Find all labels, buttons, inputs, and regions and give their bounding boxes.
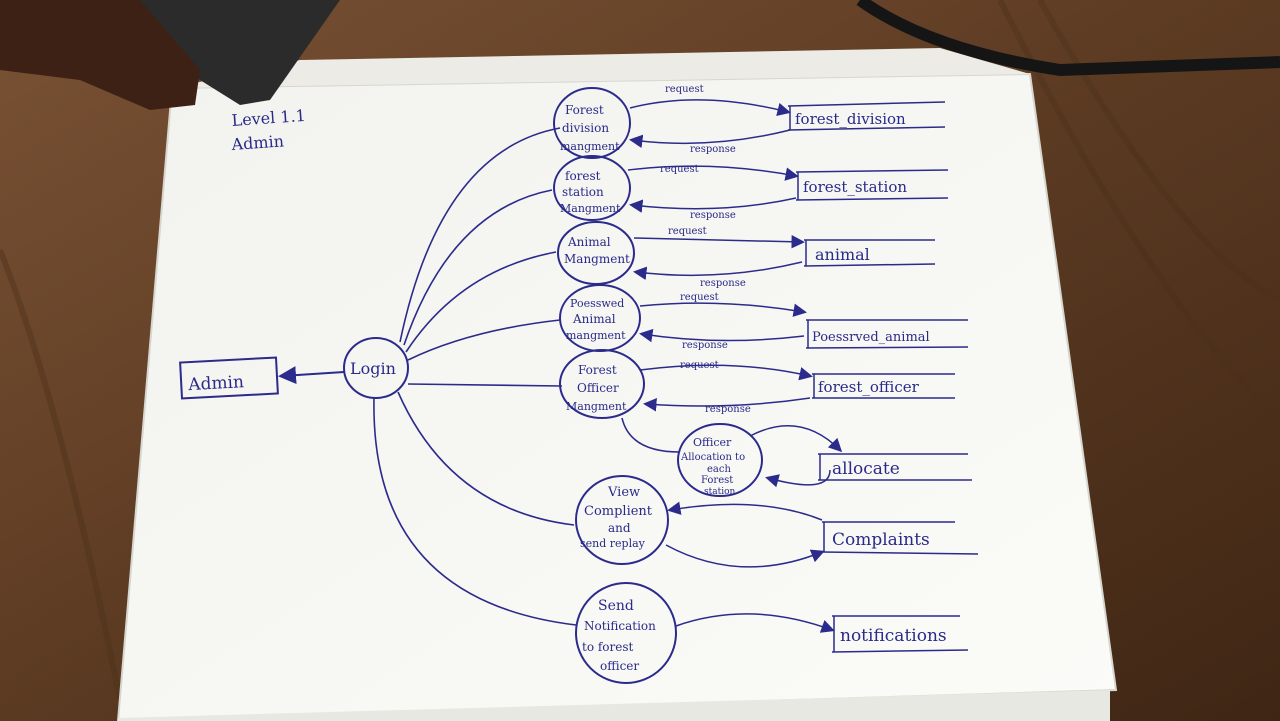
process-8-line-3: to forest (582, 640, 634, 654)
process-8-line-2: Notification (584, 619, 656, 633)
process-1-response-label: response (690, 144, 736, 155)
flow-login-p5 (407, 383, 563, 387)
process-3-request-arrow (633, 235, 805, 249)
desk-grain (0, 0, 1280, 700)
process-1-request-arrow (629, 99, 791, 117)
process-6-line-5: station (704, 487, 736, 497)
process-3-line-2: Mangment (564, 252, 630, 266)
hand (0, 0, 200, 110)
process-1-line-3: mangment (560, 140, 620, 153)
process-2-response-arrow (629, 197, 797, 213)
process-6-line-1: Officer (693, 436, 732, 449)
phone (120, 0, 340, 105)
store-1-line-bottom (787, 126, 946, 131)
process-2-line-3: Mangment (560, 202, 621, 215)
admin-entity-label: Admin (187, 372, 245, 395)
flow-login-p8 (373, 397, 577, 626)
store-6-label: allocate (832, 459, 900, 479)
process-3-response-label: response (700, 278, 746, 289)
process-4-response-label: response (682, 340, 728, 351)
process-8-line-4: officer (600, 659, 639, 673)
process-2-line-2: station (562, 185, 604, 199)
store-3-line-bottom (803, 263, 936, 267)
flow-login-p7 (397, 391, 575, 526)
cable (856, 0, 1280, 77)
process-2-request-arrow (627, 165, 799, 181)
store-4-label: Poessrved_animal (812, 330, 930, 345)
process-2-line-1: forest (565, 169, 601, 183)
process-4-response-arrow (639, 328, 805, 343)
process-8-line-1: Send (598, 598, 634, 614)
store-7-label: Complaints (832, 530, 930, 550)
process-1-line-2: division (562, 121, 609, 135)
header-admin: Admin (230, 131, 285, 154)
process-8-circle (575, 582, 677, 684)
process-3-response-arrow (633, 261, 803, 280)
process-3-line-1: Animal (567, 235, 611, 249)
process-8-to-store-arrow (675, 613, 835, 633)
process-6-line-2: Allocation to (680, 452, 745, 463)
store-2-line-bottom (795, 197, 949, 201)
process-6-circle (677, 423, 763, 497)
process-7-line-2: Complient (584, 504, 653, 519)
process-5-request-arrow (639, 364, 813, 381)
store-3-label: animal (815, 245, 870, 264)
process-3-request-label: request (668, 226, 707, 237)
process-7-line-4: send replay (580, 537, 646, 550)
store-4-line-bottom (805, 346, 969, 349)
process-4-request-label: request (680, 292, 719, 303)
process-5-response-arrow (643, 397, 811, 412)
flow-login-p4 (407, 319, 561, 361)
store-8-line-bottom (831, 649, 969, 653)
process-6-to-store-arrow (749, 425, 843, 453)
flow-login-p3 (405, 251, 557, 353)
store-2-line-top (795, 169, 949, 173)
next-page-edge (118, 690, 1110, 721)
login-process-label: Login (350, 359, 396, 378)
process-5-request-label: request (680, 360, 719, 371)
process-5-line-2: Officer (577, 381, 619, 395)
store-7-line-bottom (821, 551, 979, 555)
store-8-label: notifications (840, 626, 947, 646)
process-1-response-arrow (629, 129, 791, 149)
process-4-line-2: Animal (572, 312, 616, 326)
login-process-circle (343, 337, 409, 399)
process-1-request-label: request (665, 84, 704, 95)
process-6-line-4: Forest (701, 475, 733, 486)
store-1-label: forest_division (795, 110, 906, 128)
process-1-circle (553, 87, 631, 159)
process-7-circle (575, 475, 669, 565)
flow-login-p2 (403, 189, 553, 346)
process-2-circle (553, 155, 631, 221)
process-7-line-3: and (608, 521, 631, 535)
process-2-response-label: response (690, 210, 736, 221)
process-5-circle (559, 349, 645, 419)
store-2-label: forest_station (803, 178, 907, 196)
process-5-response-label: response (705, 404, 751, 415)
process-5-line-1: Forest (578, 363, 617, 377)
store-1-line-top (787, 101, 946, 107)
process-5-line-3: Mangment (566, 400, 627, 413)
process-2-request-label: request (660, 164, 699, 175)
process-4-line-3: mangment (566, 329, 626, 342)
page-top-edge (172, 48, 1030, 88)
process-6-line-3: each (707, 464, 731, 475)
store-7-to-process-arrow (667, 501, 823, 521)
flow-login-p1 (399, 127, 561, 343)
process-7-to-store-arrow (665, 544, 825, 568)
store-6-to-process-arrow (765, 469, 831, 488)
flow-p5-p6 (621, 417, 681, 453)
process-7-line-1: View (607, 485, 640, 500)
admin-entity-box (179, 356, 279, 400)
process-4-request-arrow (639, 302, 807, 317)
store-5-label: forest_officer (818, 378, 920, 396)
process-1-line-1: Forest (565, 103, 604, 117)
login-to-admin-arrow (278, 366, 345, 385)
process-4-line-1: Poesswed (570, 297, 624, 310)
process-3-circle (557, 221, 635, 285)
